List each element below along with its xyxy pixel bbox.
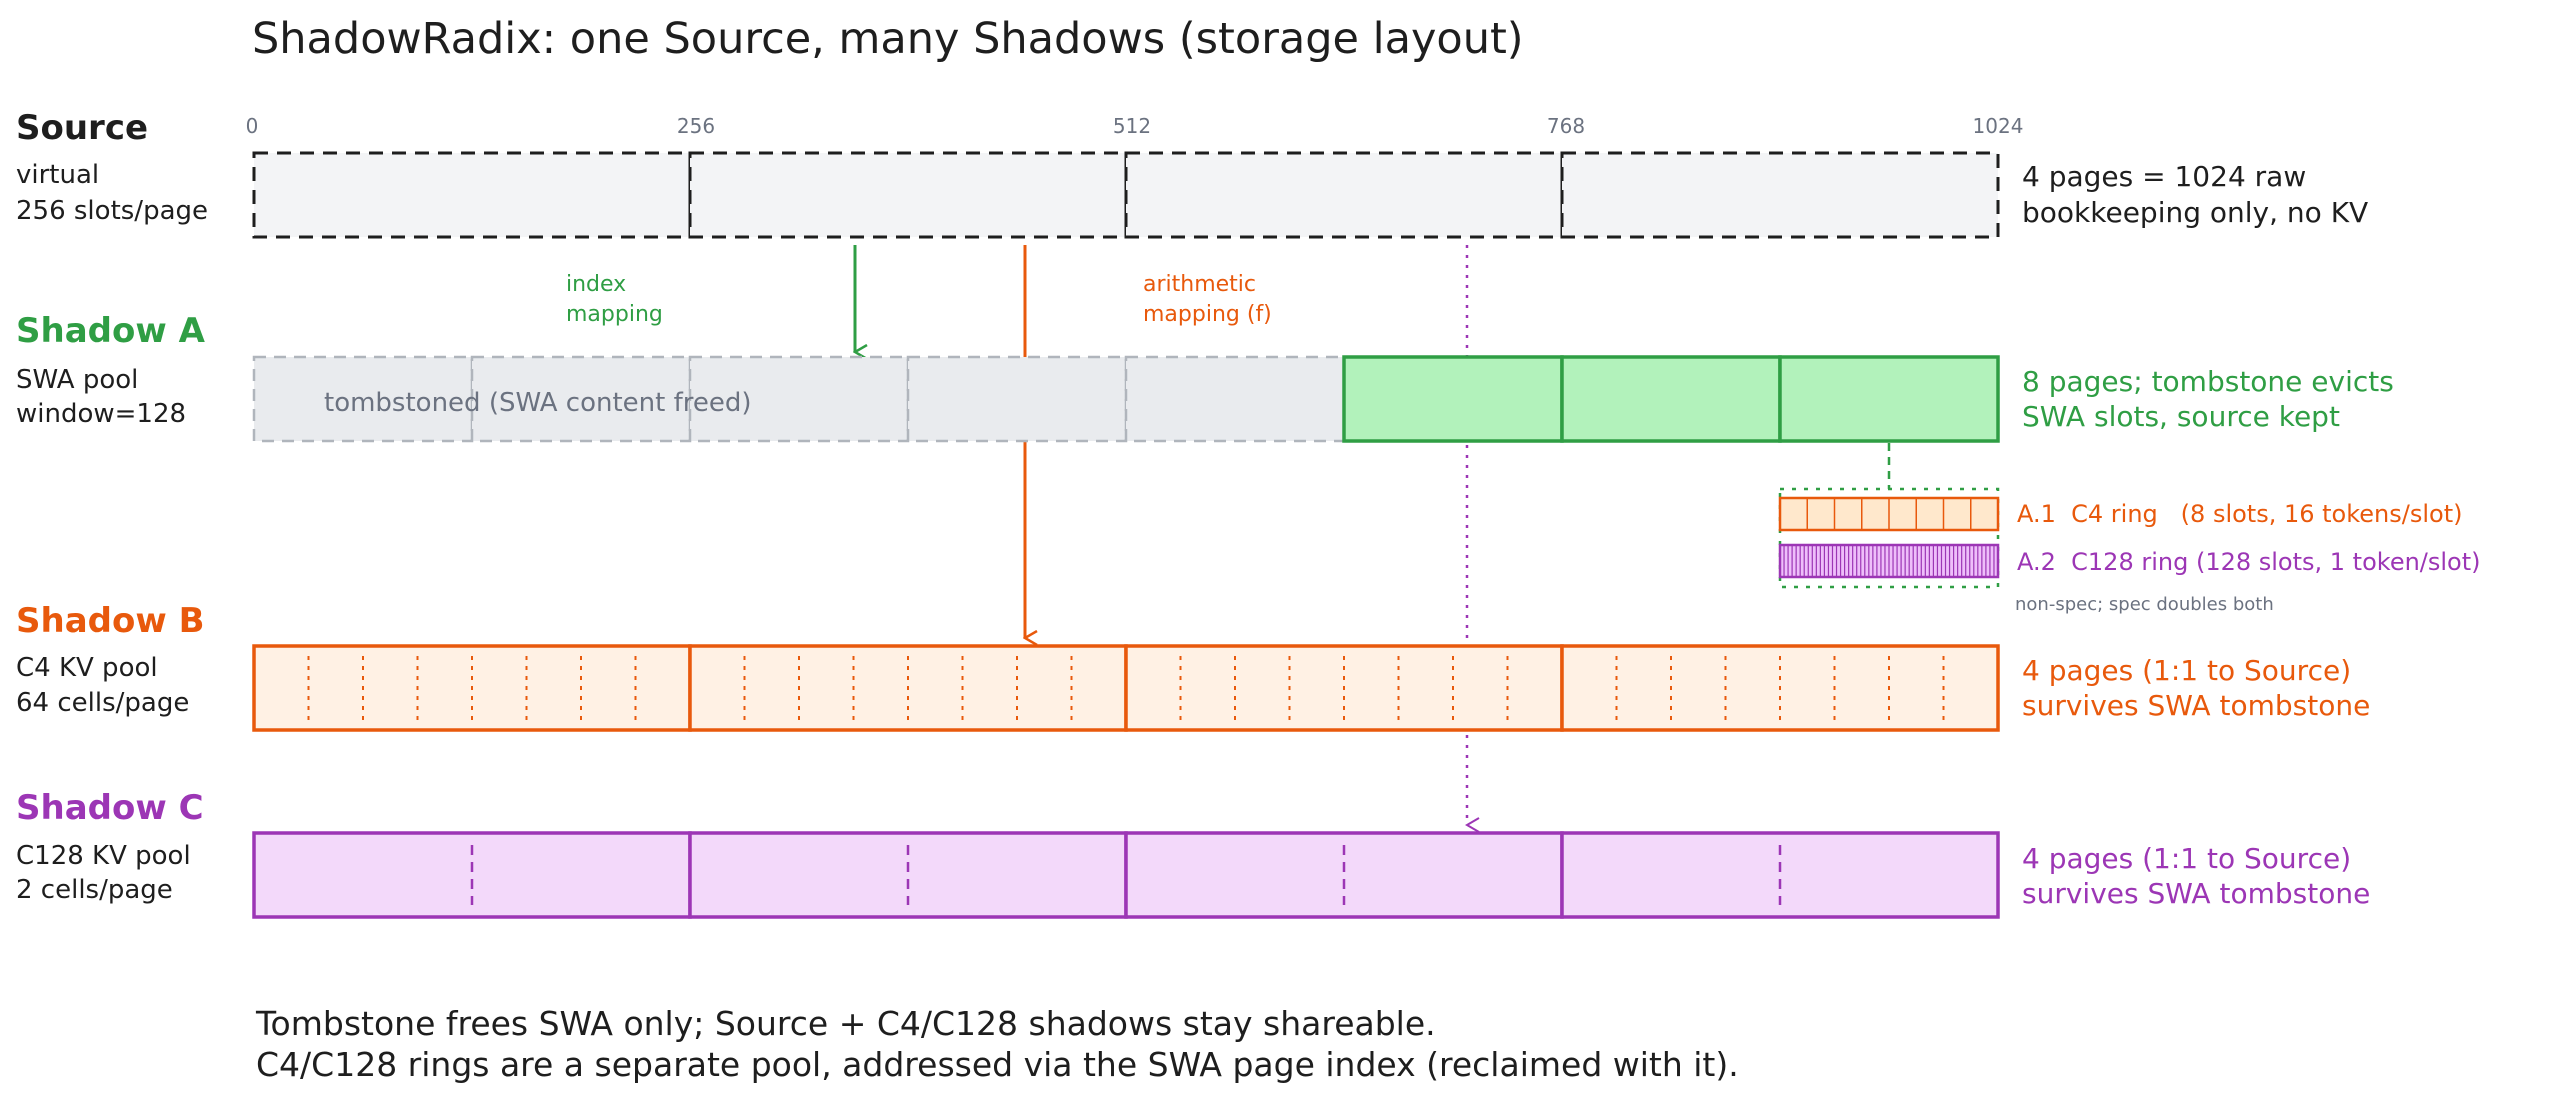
shadow-c-desc-line2: 2 cells/page [16, 875, 173, 905]
shadow-c-cell-dividers [470, 845, 1782, 905]
shadow-a-note-line1: 8 pages; tombstone evicts [2022, 365, 2394, 398]
source-desc-line2: 256 slots/page [16, 196, 208, 226]
source-pages [252, 151, 2000, 239]
shadow-c-note-line1: 4 pages (1:1 to Source) [2022, 842, 2351, 875]
source-tick-0: 0 [246, 114, 259, 138]
shadow-b-note-line2: survives SWA tombstone [2022, 689, 2370, 722]
shadow-b-pages [252, 644, 2000, 732]
c4-ring-cells [1806, 498, 1972, 530]
source-page-1 [252, 151, 692, 239]
tombstoned-page [688, 355, 910, 443]
source-page-3 [1124, 151, 1564, 239]
arithmetic-mapping-line1: arithmetic [1143, 272, 1256, 297]
diagram-title: ShadowRadix: one Source, many Shadows (s… [252, 14, 1524, 64]
shadow-b-label: Shadow B [16, 601, 205, 641]
tombstoned-page [252, 355, 474, 443]
shadow-c-label: Shadow C [16, 788, 204, 828]
shadow-a-live-pages [1342, 355, 2000, 443]
index-mapping-line2: mapping [566, 302, 663, 327]
c128-ring-cells [1783, 545, 1995, 577]
shadow-b-desc-line1: C4 KV pool [16, 653, 158, 683]
tombstoned-label: tombstoned (SWA content freed) [324, 388, 752, 418]
shadow-b-note-line1: 4 pages (1:1 to Source) [2022, 654, 2351, 687]
tombstoned-page [906, 355, 1128, 443]
shadow-c-pages [252, 831, 2000, 919]
shadow-a-note-line2: SWA slots, source kept [2022, 400, 2340, 433]
shadow-a-tombstoned-pages [252, 355, 1346, 443]
source-page-2 [688, 151, 1128, 239]
source-tick-512: 512 [1113, 114, 1151, 138]
source-tick-256: 256 [677, 114, 715, 138]
source-page-4 [1560, 151, 2000, 239]
arithmetic-mapping-line2: mapping (f) [1143, 302, 1272, 327]
shadow-a-label: Shadow A [16, 311, 206, 351]
swa-live-page [1560, 355, 1782, 443]
shadow-c-desc-line1: C128 KV pool [16, 841, 191, 871]
shadow-a-desc-line2: window=128 [16, 399, 186, 429]
source-tick-768: 768 [1547, 114, 1585, 138]
shadow-a-desc-line1: SWA pool [16, 365, 138, 395]
index-mapping-line1: index [566, 272, 626, 297]
source-note-line2: bookkeeping only, no KV [2022, 196, 2368, 229]
source-note-line1: 4 pages = 1024 raw [2022, 160, 2306, 193]
ring-note: non-spec; spec doubles both [2015, 594, 2274, 615]
tombstoned-page [1124, 355, 1346, 443]
source-tick-1024: 1024 [1973, 114, 2024, 138]
shadow-b-cell-dividers [307, 656, 1945, 720]
shadow-c-note-line2: survives SWA tombstone [2022, 877, 2370, 910]
c4-ring-label: A.1 C4 ring (8 slots, 16 tokens/slot) [2017, 500, 2462, 528]
source-label: Source [16, 108, 148, 148]
ring-group-bracket [1778, 487, 2000, 589]
footer-line2: C4/C128 rings are a separate pool, addre… [256, 1045, 1739, 1084]
source-desc-line1: virtual [16, 160, 99, 190]
c128-ring-label: A.2 C128 ring (128 slots, 1 token/slot) [2017, 548, 2481, 576]
footer-line1: Tombstone frees SWA only; Source + C4/C1… [255, 1004, 1436, 1043]
swa-live-page [1778, 355, 2000, 443]
shadow-b-desc-line2: 64 cells/page [16, 688, 189, 718]
swa-live-page [1342, 355, 1564, 443]
